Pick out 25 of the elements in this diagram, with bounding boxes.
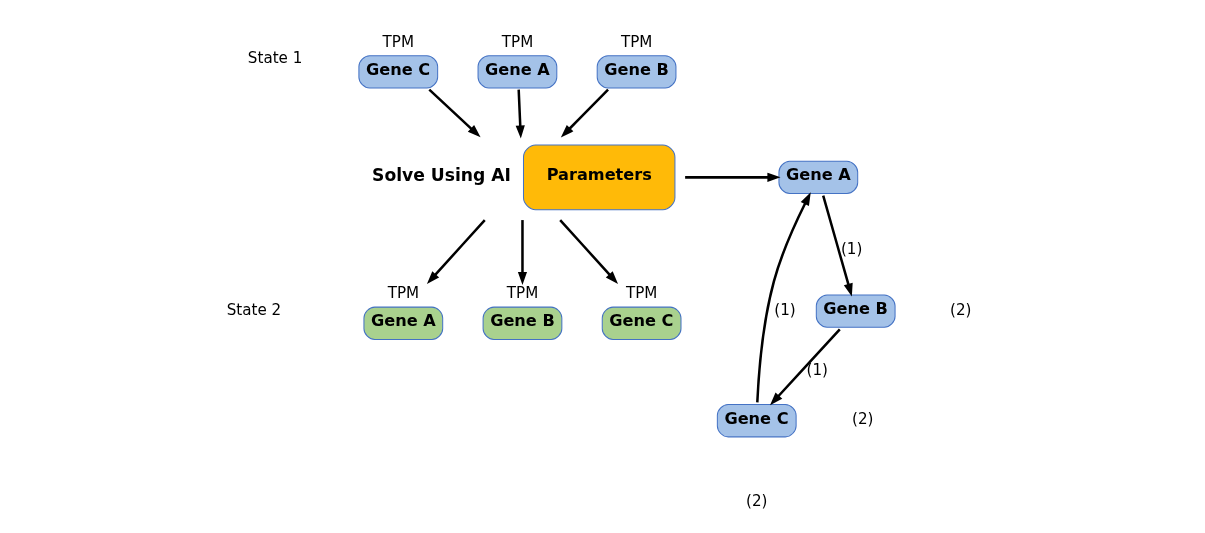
edge-label: (1) bbox=[840, 240, 862, 259]
arrow bbox=[821, 195, 853, 297]
node-label: TPM bbox=[382, 32, 414, 51]
arrow bbox=[769, 328, 841, 406]
node-label: TPM bbox=[625, 284, 657, 303]
label: (2) bbox=[851, 410, 873, 429]
arrow bbox=[517, 220, 527, 286]
label: State 2 bbox=[226, 300, 281, 319]
node-label: Solve Using AI bbox=[371, 164, 511, 185]
arrow bbox=[515, 89, 525, 139]
node-label: TPM bbox=[506, 284, 538, 303]
arrow bbox=[426, 219, 486, 285]
arrow bbox=[684, 172, 780, 182]
arrow bbox=[427, 88, 481, 138]
node-label: TPM bbox=[620, 32, 652, 51]
node-label: TPM bbox=[501, 32, 533, 51]
arrow bbox=[755, 192, 811, 403]
arrow bbox=[560, 88, 609, 138]
edge-label: (1) bbox=[773, 300, 796, 319]
edge-label: (1) bbox=[806, 361, 828, 380]
arrow bbox=[558, 219, 618, 285]
label: (2) bbox=[745, 492, 767, 511]
label: State 1 bbox=[247, 49, 302, 68]
node-label: TPM bbox=[387, 284, 419, 303]
label: (2) bbox=[949, 300, 971, 319]
